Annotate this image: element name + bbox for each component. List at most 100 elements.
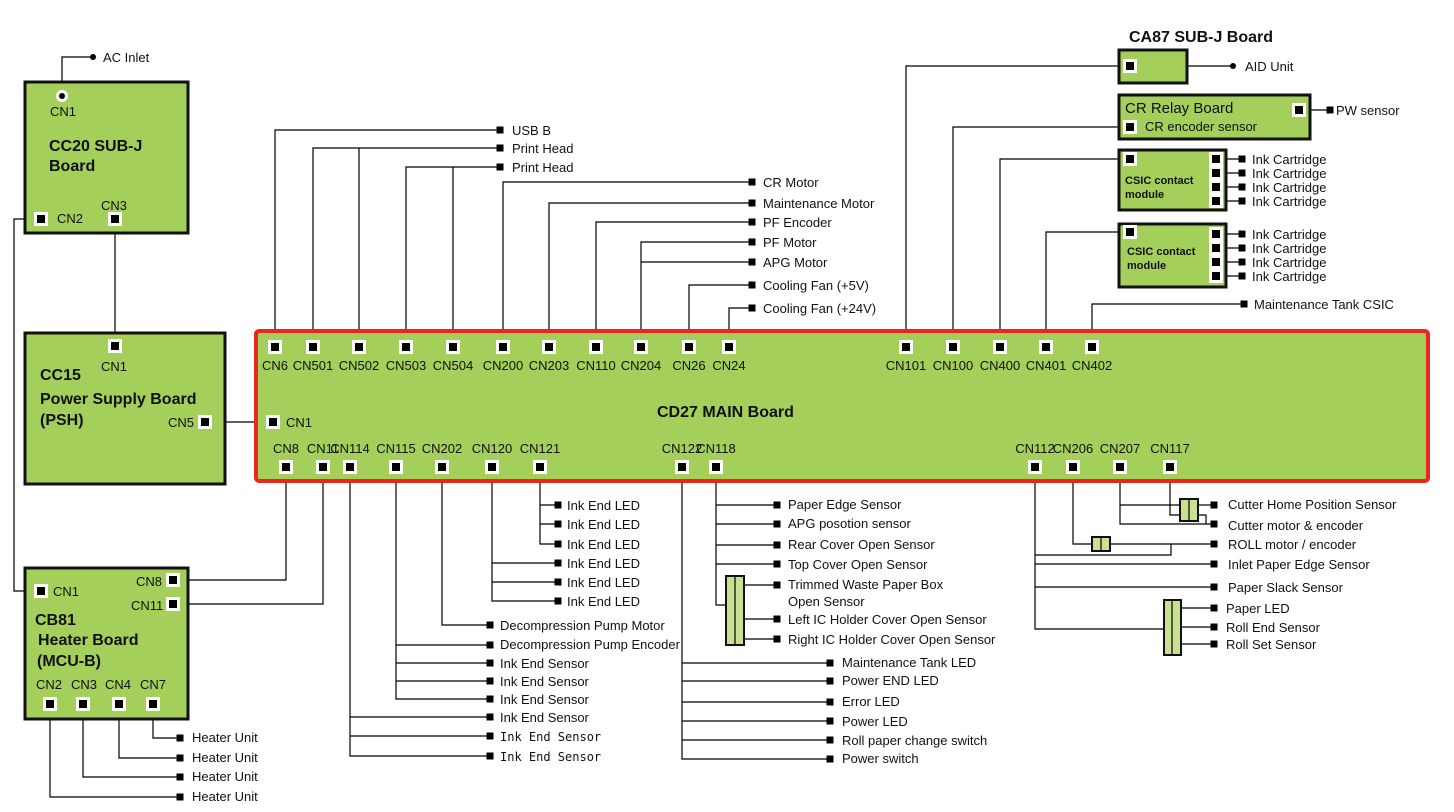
cb81-cn8-pin bbox=[166, 573, 180, 587]
main-cn1-label: CN1 bbox=[286, 415, 312, 430]
wire-end-marker bbox=[748, 218, 756, 226]
main-cn1-pin bbox=[266, 415, 280, 429]
main-connector-cn502 bbox=[352, 340, 366, 354]
main-connector-cn112 bbox=[1028, 460, 1042, 474]
main-connector-cn24 bbox=[722, 340, 736, 354]
cc20-cn2-label: CN2 bbox=[57, 211, 83, 226]
device-label: CR Motor bbox=[763, 175, 819, 190]
csic1-input-pin bbox=[1123, 152, 1137, 166]
device-label: Decompression Pump Encoder bbox=[500, 637, 681, 652]
wire-end-marker bbox=[176, 754, 184, 762]
device-label: Ink End Sensor bbox=[500, 674, 590, 689]
device-label: Ink End Sensor bbox=[500, 750, 601, 764]
cb81-cn2-label: CN2 bbox=[36, 677, 62, 692]
cc15-cn5-pin bbox=[198, 415, 212, 429]
main-connector-label: CN122 bbox=[662, 441, 702, 456]
device-label: APG posotion sensor bbox=[788, 516, 912, 531]
connector-pins bbox=[34, 59, 1306, 711]
main-connector-label: CN204 bbox=[621, 358, 661, 373]
csic-output-pin bbox=[1209, 194, 1223, 208]
device-label: APG Motor bbox=[763, 255, 828, 270]
device-label: Ink End LED bbox=[567, 575, 640, 590]
cr-relay-encoder-pin bbox=[1123, 120, 1137, 134]
wire-end-marker bbox=[826, 677, 834, 685]
wire-end-marker bbox=[748, 178, 756, 186]
cb81-cn1-pin bbox=[34, 584, 48, 598]
aid-unit-end-dot bbox=[1230, 63, 1236, 69]
cr-relay-title: CR Relay Board bbox=[1125, 100, 1233, 117]
main-connector-cn207 bbox=[1113, 460, 1127, 474]
cb81-cn4-label: CN4 bbox=[105, 677, 131, 692]
cb81-title-3: (MCU-B) bbox=[37, 653, 101, 670]
main-connector-label: CN203 bbox=[529, 358, 569, 373]
heater-unit-label: Heater Unit bbox=[192, 730, 258, 745]
ink-cartridge-label: Ink Cartridge bbox=[1252, 152, 1326, 167]
wire-end-marker bbox=[773, 501, 781, 509]
main-connector-label: CN400 bbox=[980, 358, 1020, 373]
cc20-cn3-label: CN3 bbox=[101, 198, 127, 213]
main-connector-cn202 bbox=[435, 460, 449, 474]
wire-end-marker bbox=[554, 520, 562, 528]
main-connector-label: CN6 bbox=[262, 358, 288, 373]
cc20-title-1: CC20 SUB-J bbox=[49, 138, 142, 155]
device-label: Open Sensor bbox=[788, 594, 865, 609]
device-label: Roll paper change switch bbox=[842, 733, 987, 748]
cc15-cn5-label: CN5 bbox=[168, 415, 194, 430]
wire-end-marker bbox=[773, 560, 781, 568]
cc15-title-2: Power Supply Board bbox=[40, 391, 196, 408]
device-label: Ink End Sensor bbox=[500, 710, 590, 725]
wire-end-marker bbox=[486, 621, 494, 629]
wire-end-marker bbox=[486, 641, 494, 649]
main-board-title: CD27 MAIN Board bbox=[657, 404, 794, 421]
ca87-pin bbox=[1123, 59, 1137, 73]
wire-end-marker bbox=[1238, 244, 1246, 252]
main-connector-cn206 bbox=[1066, 460, 1080, 474]
cr-relay-board bbox=[1117, 93, 1312, 141]
ac-inlet-label: AC Inlet bbox=[103, 50, 150, 65]
main-connector-label: CN207 bbox=[1100, 441, 1140, 456]
wire-end-marker bbox=[486, 695, 494, 703]
main-connector-cn8 bbox=[279, 460, 293, 474]
csic2-title-1: CSIC contact bbox=[1127, 246, 1196, 258]
main-connector-cn200 bbox=[496, 340, 510, 354]
wire-end-marker bbox=[496, 126, 504, 134]
wire-end-marker bbox=[554, 578, 562, 586]
main-connector-label: CN503 bbox=[386, 358, 426, 373]
wire-end-marker bbox=[773, 615, 781, 623]
device-label: Ink End LED bbox=[567, 594, 640, 609]
device-label: Paper Slack Sensor bbox=[1228, 580, 1344, 595]
cc20-cn2-pin bbox=[34, 212, 48, 226]
wire-end-marker bbox=[1238, 183, 1246, 191]
wire-end-marker bbox=[826, 755, 834, 763]
wire-end-marker bbox=[486, 732, 494, 740]
cc20-board bbox=[23, 80, 190, 235]
device-label: Ink End LED bbox=[567, 537, 640, 552]
device-label: Cutter motor & encoder bbox=[1228, 518, 1364, 533]
csic2-title-2: module bbox=[1127, 260, 1166, 272]
heater-unit-label: Heater Unit bbox=[192, 750, 258, 765]
main-connector-cn400 bbox=[993, 340, 1007, 354]
main-connector-label: CN202 bbox=[422, 441, 462, 456]
device-label: Ink End Sensor bbox=[500, 730, 601, 744]
device-label: Maintenance Motor bbox=[763, 196, 875, 211]
device-label: PF Encoder bbox=[763, 215, 832, 230]
wire-end-marker bbox=[748, 304, 756, 312]
wire-end-marker bbox=[486, 713, 494, 721]
wire-end-marker bbox=[1240, 300, 1248, 308]
main-connector-label: CN501 bbox=[293, 358, 333, 373]
ink-cartridge-label: Ink Cartridge bbox=[1252, 269, 1326, 284]
csic-output-pin bbox=[1209, 166, 1223, 180]
cb81-cn8-label: CN8 bbox=[136, 574, 162, 589]
cb81-cn2-pin bbox=[43, 697, 57, 711]
main-connector-label: CN26 bbox=[672, 358, 705, 373]
main-connector-label: CN402 bbox=[1072, 358, 1112, 373]
cc15-board bbox=[23, 331, 227, 486]
wire-end-marker bbox=[1326, 106, 1334, 114]
main-connector-label: CN117 bbox=[1150, 441, 1190, 456]
cc15-cn1-pin bbox=[108, 339, 122, 353]
csic-output-pin bbox=[1209, 255, 1223, 269]
main-connector-label: CN121 bbox=[520, 441, 560, 456]
device-label: Maintenance Tank LED bbox=[842, 655, 976, 670]
main-connector-cn26 bbox=[682, 340, 696, 354]
